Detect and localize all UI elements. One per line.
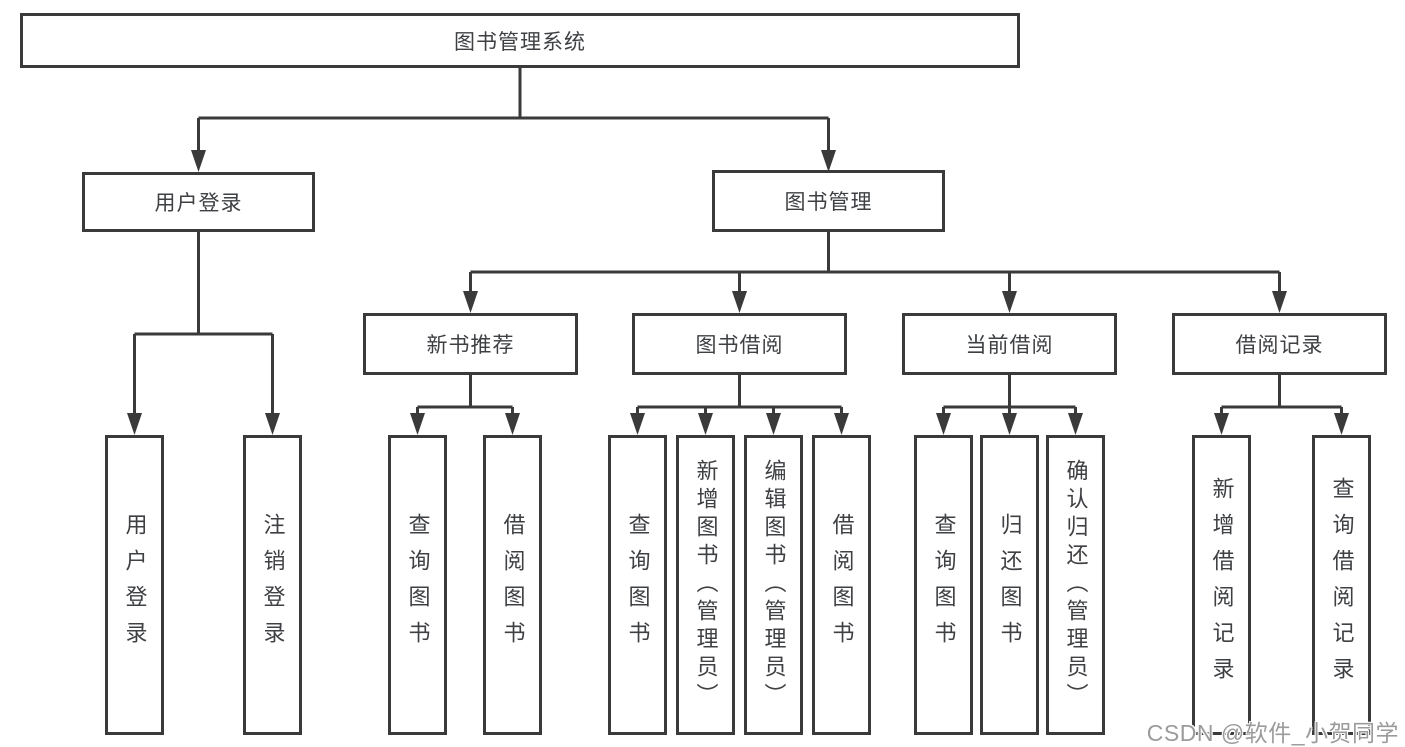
leaf-label: 借阅图书: [500, 513, 526, 657]
node-borrowing-records: 借阅记录: [1172, 313, 1387, 375]
node-label: 借阅记录: [1235, 334, 1324, 357]
leaf-query-borrow-record: 查询借阅记录: [1312, 435, 1371, 735]
node-new-book-recommendation: 新书推荐: [363, 313, 578, 375]
leaf-label: 确认归还（管理员）: [1063, 459, 1089, 711]
edges-book-borrowing: [630, 375, 849, 435]
node-current-borrowing: 当前借阅: [902, 313, 1117, 375]
leaf-query-books-recommend: 查询图书: [388, 435, 447, 735]
leaf-add-borrow-record: 新增借阅记录: [1192, 435, 1251, 735]
leaf-label: 编辑图书（管理员）: [761, 459, 787, 711]
edges-current-borrowing: [936, 375, 1083, 435]
leaf-borrow-books-recommend: 借阅图书: [483, 435, 542, 735]
edges-borrowing-records: [1214, 375, 1349, 435]
leaf-edit-book-admin: 编辑图书（管理员）: [744, 435, 803, 735]
csdn-watermark: CSDN @软件_小贺同学: [1146, 720, 1399, 746]
leaf-label: 查询图书: [931, 513, 957, 657]
node-book-borrowing: 图书借阅: [632, 313, 847, 375]
leaf-label: 归还图书: [997, 513, 1023, 657]
leaf-borrow-books-borrowing: 借阅图书: [812, 435, 871, 735]
leaf-return-books: 归还图书: [980, 435, 1039, 735]
edges-new-book-recommendation: [410, 375, 520, 435]
leaf-label: 查询借阅记录: [1329, 477, 1355, 693]
node-label: 图书管理系统: [454, 30, 586, 54]
node-label: 图书借阅: [695, 334, 784, 357]
leaf-user-login: 用户登录: [105, 435, 164, 735]
node-label: 新书推荐: [426, 334, 515, 357]
leaf-label: 查询图书: [405, 513, 431, 657]
node-book-management: 图书管理: [712, 170, 945, 232]
edges-book-management-to-level3: [463, 232, 1287, 313]
leaf-label: 查询图书: [625, 513, 651, 657]
leaf-label: 借阅图书: [829, 513, 855, 657]
leaf-confirm-return-admin: 确认归还（管理员）: [1046, 435, 1105, 735]
leaf-query-books-borrowing: 查询图书: [608, 435, 667, 735]
node-label: 图书管理: [784, 191, 873, 214]
edges-user-login-to-leaves: [127, 232, 280, 435]
leaf-label: 用户登录: [122, 513, 148, 657]
leaf-logout: 注销登录: [243, 435, 302, 735]
leaf-label: 新增借阅记录: [1209, 477, 1235, 693]
edges-root-to-level2: [191, 68, 836, 172]
node-label: 当前借阅: [965, 334, 1054, 357]
node-user-login: 用户登录: [82, 172, 315, 232]
leaf-add-book-admin: 新增图书（管理员）: [676, 435, 735, 735]
leaf-label: 注销登录: [260, 513, 286, 657]
leaf-query-books-current: 查询图书: [914, 435, 973, 735]
node-label: 用户登录: [154, 192, 243, 215]
leaf-label: 新增图书（管理员）: [693, 459, 719, 711]
node-library-management-system: 图书管理系统: [20, 13, 1020, 68]
